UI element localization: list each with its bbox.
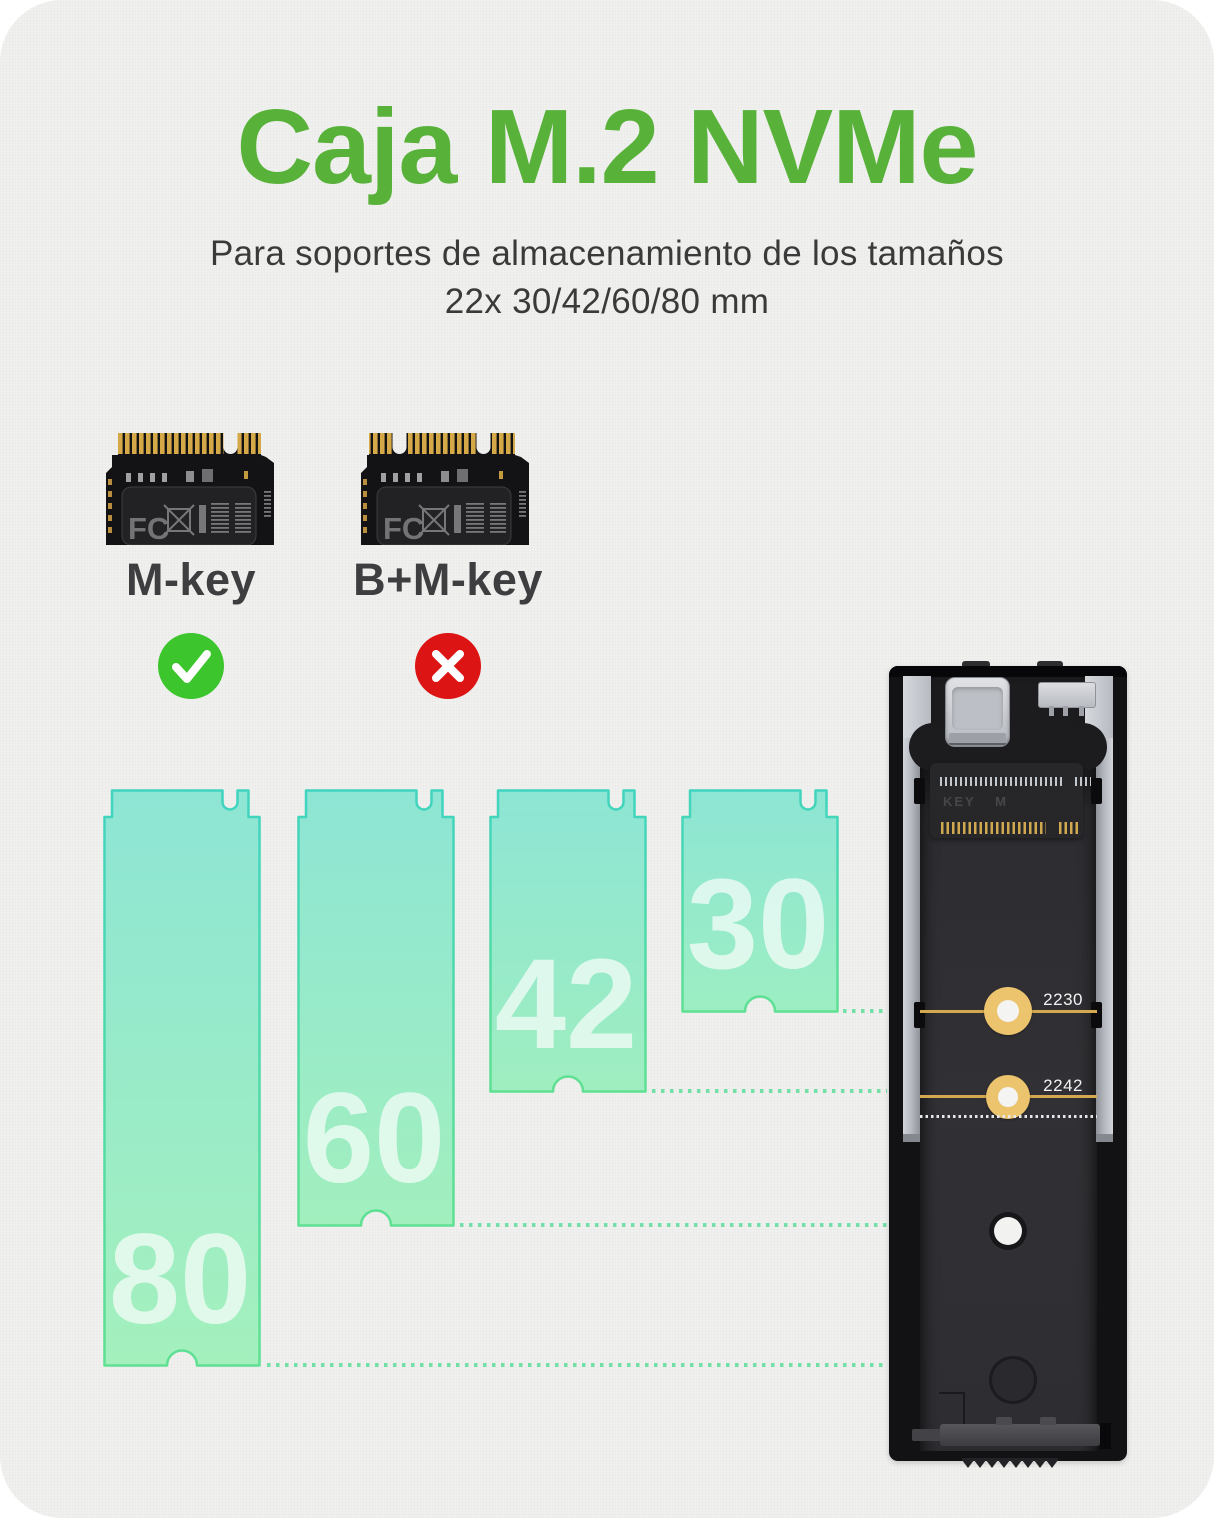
size-card-2280: 80 [103,789,261,1367]
latch-bump [996,1417,1012,1425]
standoff-2230 [984,987,1032,1035]
case-top-rim [889,666,1127,677]
socket-key-label: KEY M [943,794,1008,809]
dotted-guide-line-80 [267,1363,887,1367]
rail-clip [914,778,925,804]
connector-leg [1063,706,1068,716]
dotted-guide-line-60 [460,1223,887,1227]
page-title: Caja M.2 NVMe [236,88,978,206]
usb-c-port [945,677,1010,747]
x-icon [415,633,481,699]
size-card-label: 60 [303,1067,445,1210]
standoff-label-2242: 2242 [1043,1076,1083,1095]
label-bar [454,505,461,533]
case-top-tab [1037,661,1063,668]
size-card-label: 42 [495,933,637,1076]
check-icon [158,633,224,699]
dotted-divider [920,1115,1097,1118]
label-bm-key: B+M-key [353,554,543,605]
m2-connector-photo-bm-key: FC [361,433,529,545]
led-connector [1038,682,1096,716]
case-grip-teeth [962,1458,1058,1468]
barcode [211,503,229,535]
fcc-logo-icon: FC [128,511,169,545]
socket-pin-row [940,777,1062,786]
subtitle-line-2: 22x 30/42/60/80 mm [444,282,770,321]
thermal-hole-ring [989,1356,1037,1404]
rail-clip [1091,778,1102,804]
side-pads [264,489,271,519]
subtitle-line-1: Para soportes de almacenamiento de los t… [210,234,1004,273]
rail-clip [914,1002,925,1028]
slide-latch [940,1424,1100,1446]
size-card-2230: 30 [681,789,839,1013]
label-bar [199,505,206,533]
barcode [466,503,484,535]
edge-pads [108,479,112,533]
edge-pads [363,479,367,533]
size-card-label: 80 [109,1208,251,1351]
enclosure-internal-view: KEY M 2230 2242 [889,661,1127,1468]
standoff-2242 [986,1075,1030,1119]
fcc-logo-icon: FC [383,511,424,545]
standoff-hole [998,1087,1018,1107]
page-subtitle: Para soportes de almacenamiento de los t… [0,230,1214,326]
gold-fingers [118,433,224,454]
size-card-2242: 42 [489,789,647,1093]
weee-crossed-bin-icon [418,504,450,536]
label-m-key: M-key [125,554,257,605]
weee-crossed-bin-icon [163,504,195,536]
connector-leg [1049,706,1054,716]
m2-socket: KEY M [930,763,1091,838]
usb-c-plate [952,687,1003,730]
connector-leg [1079,706,1084,716]
socket-pin-row [1075,777,1091,786]
latch-bump [1040,1417,1056,1425]
gold-fingers [406,433,477,454]
dotted-guide-line-30 [843,1009,887,1013]
dotted-guide-line-42 [652,1089,887,1093]
smd-components [126,469,248,482]
screw-hole-inner [994,1217,1022,1245]
gold-fingers [237,433,261,454]
socket-gold-pin-row [1059,822,1079,834]
latch-groove [963,1392,965,1426]
smd-components [381,469,503,482]
latch-wedge [1100,1423,1111,1449]
standoff-hole [997,1000,1019,1022]
latch-groove [939,1392,965,1394]
case-top-tab [962,661,990,668]
gold-fingers [490,433,515,454]
size-card-label: 30 [687,853,829,996]
barcode [490,503,506,535]
usb-c-lip [949,733,1006,745]
socket-gold-pin-row [941,822,1046,834]
size-card-2260: 60 [297,789,455,1227]
rail-clip [1091,1002,1102,1028]
gold-fingers [369,433,393,454]
rail-end-cap-right [1096,1134,1113,1142]
standoff-label-2230: 2230 [1043,990,1083,1009]
m2-connector-photo-m-key: FC [106,433,274,545]
barcode [235,503,251,535]
screw-hole [989,1212,1027,1250]
rail-end-cap-left [903,1134,920,1142]
side-pads [519,489,526,519]
